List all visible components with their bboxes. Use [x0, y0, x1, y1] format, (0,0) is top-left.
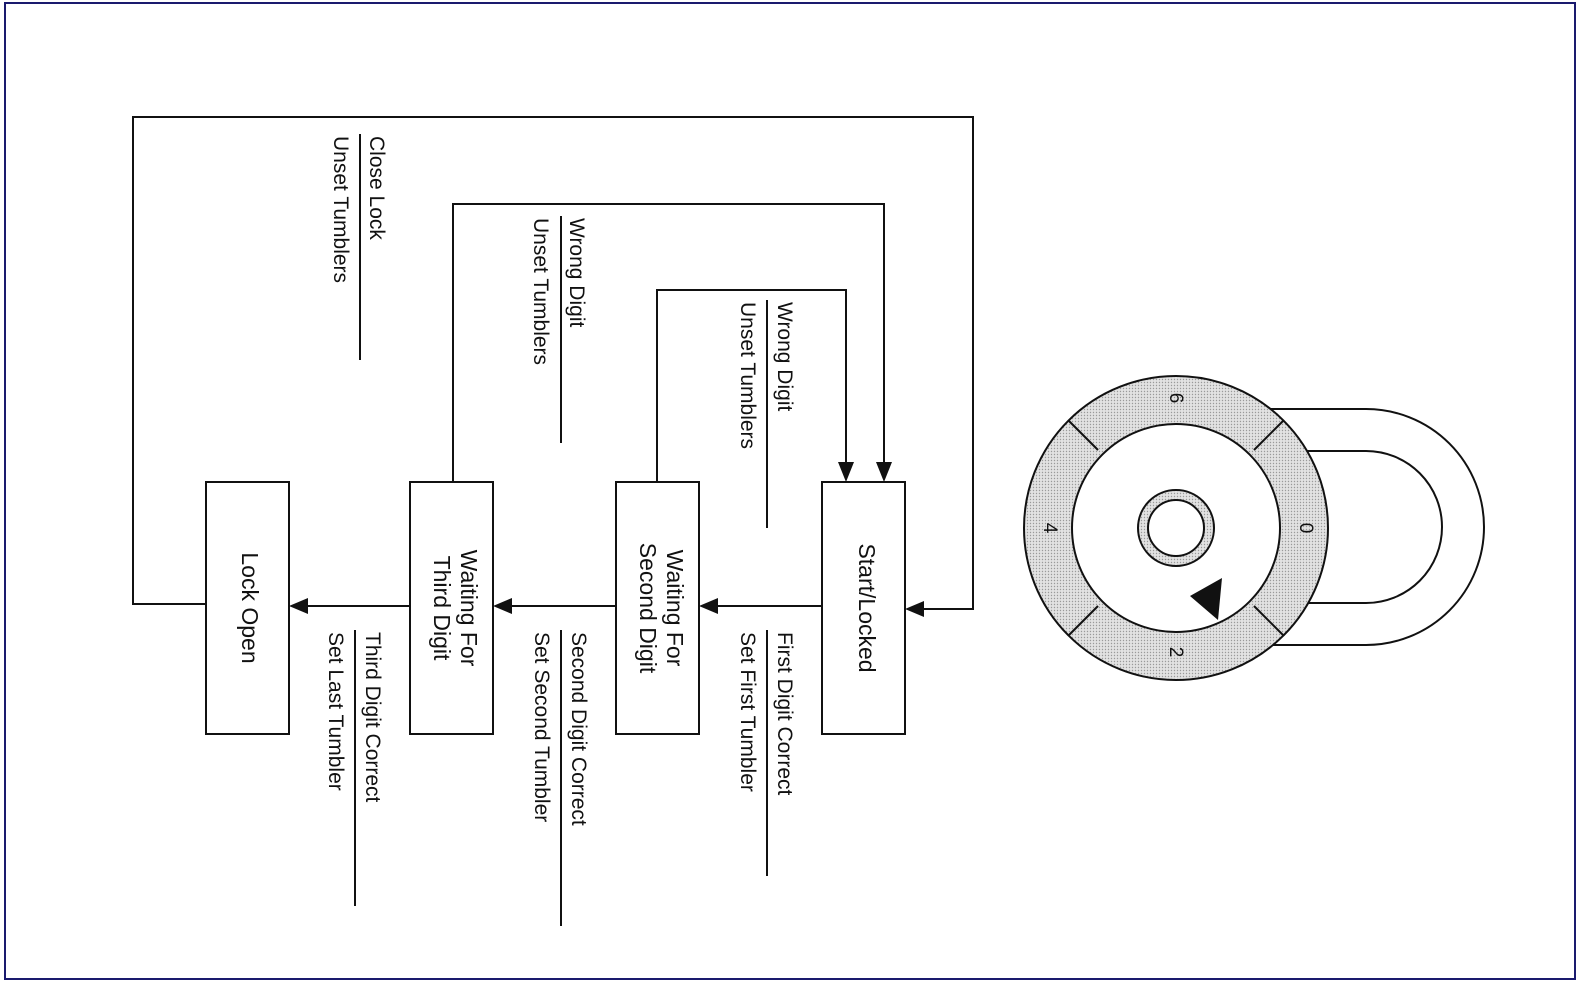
state-waiting-second: Waiting For Second Digit	[616, 482, 699, 734]
transition-third-correct: Third Digit Correct Set Last Tumbler	[289, 598, 410, 906]
third-correct-action: Set Last Tumbler	[324, 632, 347, 791]
state-second-label-1: Waiting For	[662, 550, 688, 667]
transition-second-correct: Second Digit Correct Set Second Tumbler	[493, 598, 616, 926]
first-correct-event: First Digit Correct	[773, 632, 796, 796]
second-correct-event: Second Digit Correct	[567, 632, 590, 826]
state-second-label-2: Second Digit	[635, 543, 661, 674]
state-third-label-2: Third Digit	[429, 556, 455, 661]
state-start-label: Start/Locked	[854, 543, 880, 672]
dial-knob-center	[1148, 500, 1204, 556]
third-correct-event: Third Digit Correct	[361, 632, 384, 803]
second-correct-action: Set Second Tumbler	[530, 632, 553, 822]
first-correct-action: Set First Tumbler	[736, 632, 759, 792]
state-lock-open: Lock Open	[206, 482, 289, 734]
wrong-third-action: Unset Tumblers	[529, 218, 552, 365]
dial-number-2: 2	[1165, 647, 1186, 658]
wrong-second-action: Unset Tumblers	[736, 302, 759, 449]
wrong-second-event: Wrong Digit	[773, 302, 796, 411]
dial-number-0: 0	[1295, 523, 1316, 534]
state-start-locked: Start/Locked	[822, 482, 905, 734]
transition-wrong-third: Wrong Digit Unset Tumblers	[453, 204, 892, 482]
state-third-label-1: Waiting For	[456, 550, 482, 667]
state-open-label: Lock Open	[237, 552, 263, 663]
dial-number-4: 4	[1039, 523, 1060, 534]
close-lock-event: Close Lock	[365, 136, 388, 240]
transition-first-correct: First Digit Correct Set First Tumbler	[699, 598, 822, 876]
dial-number-6: 6	[1165, 393, 1186, 404]
state-waiting-third: Waiting For Third Digit	[410, 482, 493, 734]
close-lock-action: Unset Tumblers	[329, 136, 352, 283]
wrong-third-event: Wrong Digit	[565, 218, 588, 327]
padlock-icon: 0 2 4 6	[1024, 376, 1484, 680]
